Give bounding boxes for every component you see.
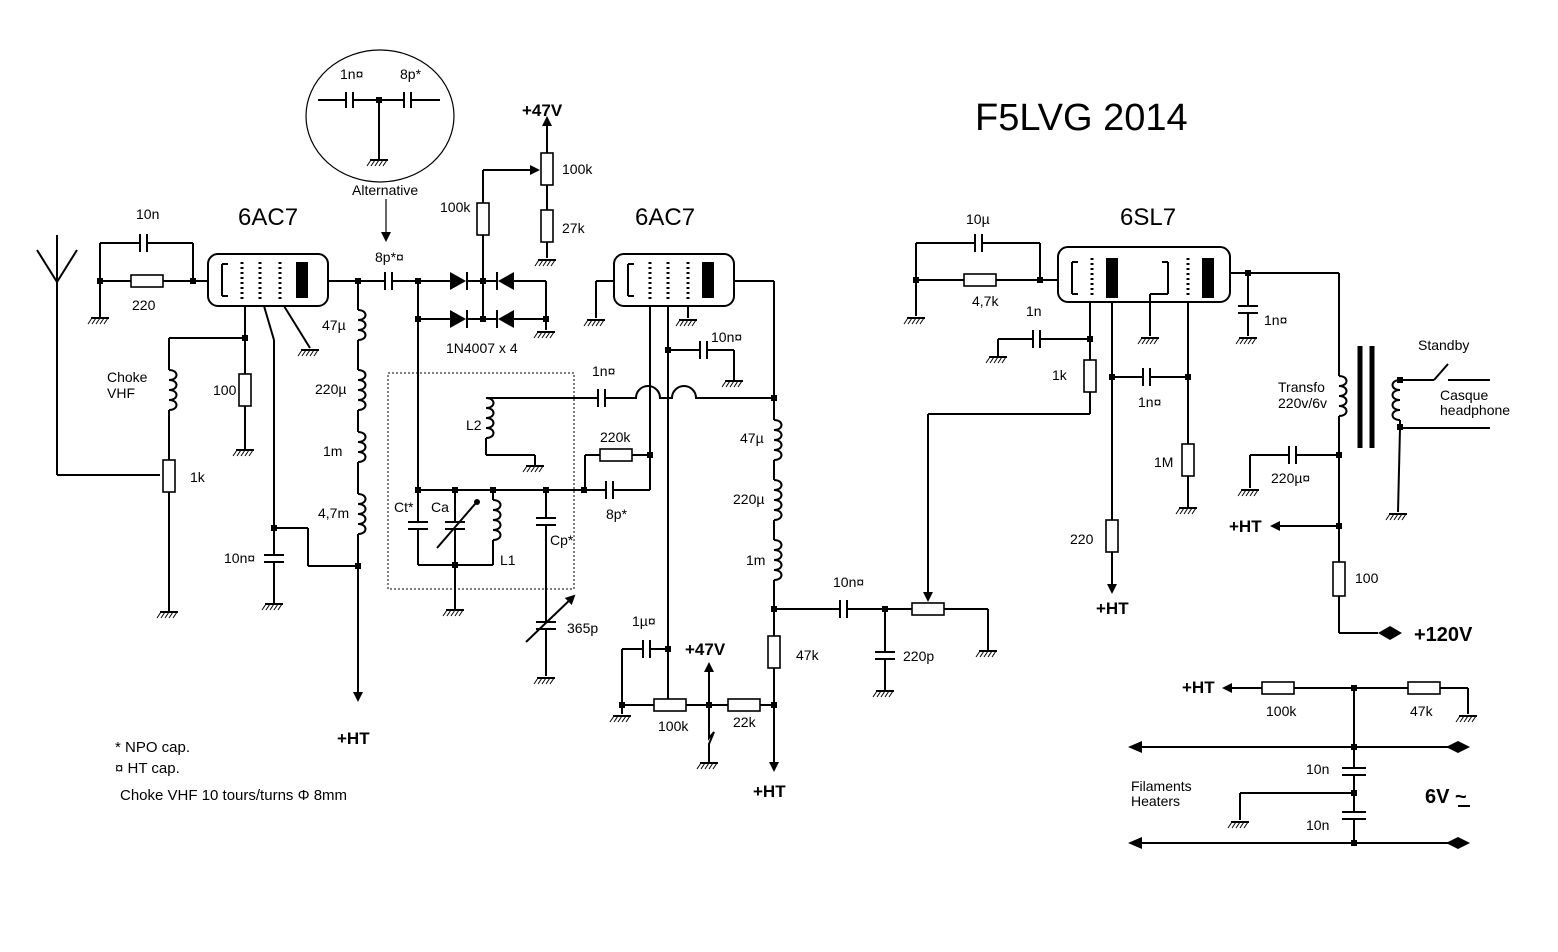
ind-1m-v1-label: 1m	[323, 443, 342, 459]
r-100-v3-label: 100	[1355, 570, 1379, 586]
filaments-label-1: Filaments	[1131, 778, 1192, 794]
v1-cathode-network: 10n 220	[87, 206, 208, 325]
c-220p-label: 220p	[903, 648, 934, 664]
v2-network: 220k 8p* 1n¤ 10n¤ 47µ 220µ 1m 47k	[583, 280, 820, 801]
ind-4-7m-v1-label: 4,7m	[318, 505, 349, 521]
c-365p-label: 365p	[567, 620, 598, 636]
ind-1m-v2-label: 1m	[746, 552, 765, 568]
tuned-circuit: Ct* Ca L1 Cp* 365p L2	[387, 372, 598, 685]
casque-label-1: Casque	[1440, 387, 1488, 403]
ind-47u-v1-label: 47µ	[322, 317, 346, 333]
ht-v3b-label: +HT	[1229, 517, 1262, 536]
c-10n-fil2-label: 10n	[1306, 817, 1329, 833]
c-1n-v3-label: 1n	[1026, 303, 1042, 319]
casque-label-2: headphone	[1440, 402, 1510, 418]
r-27k-top-label: 27k	[562, 220, 586, 236]
r-1m-label: 1M	[1154, 454, 1173, 470]
standby-label: Standby	[1418, 337, 1469, 353]
r-4-7k-label: 4,7k	[972, 293, 999, 309]
c-10n-v1-label: 10n	[136, 206, 159, 222]
c-1u-label: 1µ¤	[632, 613, 656, 629]
filaments-label-2: Heaters	[1131, 793, 1180, 809]
diodes-label: 1N4007 x 4	[446, 340, 518, 356]
ht-v3-label: +HT	[1096, 599, 1129, 618]
tube-v2-label: 6AC7	[635, 204, 695, 231]
l1-label: L1	[500, 552, 516, 568]
ct-label: Ct*	[394, 499, 414, 515]
cp-label: Cp*	[550, 532, 574, 548]
v1-grid-network: 100 10n¤	[213, 305, 320, 611]
transfo-label-1: Transfo	[1278, 379, 1325, 395]
v47-top-label: +47V	[522, 101, 563, 120]
c-10n-out-label: 10n¤	[833, 574, 864, 590]
v1-plate-chain: 8p*¤ 47µ 220µ 1m 4,7m +HT	[308, 249, 450, 748]
detector-output: 10n¤ 220p	[774, 413, 1090, 698]
r-22k-label: 22k	[733, 714, 757, 730]
alt-label: Alternative	[352, 182, 418, 198]
alt-cap1-label: 1n¤	[340, 66, 364, 82]
ht-v2-label: +HT	[753, 782, 786, 801]
ca-label: Ca	[431, 499, 449, 515]
tube-v1: 6AC7	[207, 204, 329, 307]
r-47k-bias-label: 47k	[1410, 703, 1434, 719]
tube-v2: 6AC7	[613, 204, 735, 307]
pot-1k-v1-label: 1k	[190, 469, 206, 485]
c-10n-v2-label: 10n¤	[711, 329, 742, 345]
r-220k-label: 220k	[600, 429, 631, 445]
choke-vhf-label-1: Choke	[107, 369, 148, 385]
ht-bias-label: +HT	[1182, 678, 1215, 697]
tube-v1-label: 6AC7	[238, 204, 298, 231]
v3-network: 10µ 4,7k 1n 1k 1n¤ 220 +HT 1M	[903, 211, 1510, 646]
antenna-input: Choke VHF 1k	[36, 235, 245, 619]
r-220-v1-label: 220	[132, 297, 156, 313]
c-220u-label: 220µ¤	[1271, 470, 1310, 486]
note-ht-cap: ¤ HT cap.	[115, 760, 180, 777]
c-1n-v3b-label: 1n¤	[1138, 394, 1162, 410]
r-220-v3-label: 220	[1070, 531, 1094, 547]
r-1k-v3-label: 1k	[1052, 367, 1068, 383]
c-10n-fil1-label: 10n	[1306, 761, 1329, 777]
bias-filaments: +HT 100k 47k 10n 10n Filaments Heaters 6…	[1128, 678, 1478, 849]
tube-v3-label: 6SL7	[1120, 204, 1176, 231]
r-100k-top-label: 100k	[440, 199, 471, 215]
v6-label: 6V ~	[1425, 786, 1467, 808]
l2-label: L2	[466, 417, 482, 433]
ind-220u-v2-label: 220µ	[733, 491, 764, 507]
c-10u-v3-label: 10µ	[966, 211, 990, 227]
note-npo: * NPO cap.	[115, 739, 190, 756]
c-8p-coupling-label: 8p*¤	[375, 249, 404, 265]
r-100k-bias-label: 100k	[1266, 703, 1297, 719]
diode-bridge: 1N4007 x 4 100k +47V 100k 27k	[415, 101, 593, 490]
c-1n-plate-label: 1n¤	[1264, 312, 1288, 328]
ht-v1-label: +HT	[337, 729, 370, 748]
r-100-v1-label: 100	[213, 382, 237, 398]
pot-100k-mid-label: 100k	[658, 718, 689, 734]
choke-vhf-label-2: VHF	[107, 385, 135, 401]
v120-label: +120V	[1414, 624, 1473, 646]
ind-220u-v1-label: 220µ	[315, 381, 346, 397]
alt-cap2-label: 8p*	[400, 66, 422, 82]
tube-v3: 6SL7	[1057, 204, 1231, 303]
ind-47u-v2-label: 47µ	[740, 430, 764, 446]
notes: * NPO cap. ¤ HT cap. Choke VHF 10 tours/…	[115, 739, 347, 804]
v47-mid-label: +47V	[685, 640, 726, 659]
note-choke: Choke VHF 10 tours/turns Φ 8mm	[120, 787, 347, 804]
r-47k-v2-label: 47k	[796, 647, 820, 663]
schematic-title: F5LVG 2014	[975, 97, 1188, 139]
transfo-label-2: 220v/6v	[1278, 395, 1327, 411]
pot-100k-top-label: 100k	[562, 161, 593, 177]
c-10n-ht-v1-label: 10n¤	[224, 550, 255, 566]
alternative-inset: 1n¤ 8p* Alternative	[305, 49, 455, 242]
c-1n-v2-label: 1n¤	[592, 363, 616, 379]
c-8p-v2-label: 8p*	[606, 506, 628, 522]
